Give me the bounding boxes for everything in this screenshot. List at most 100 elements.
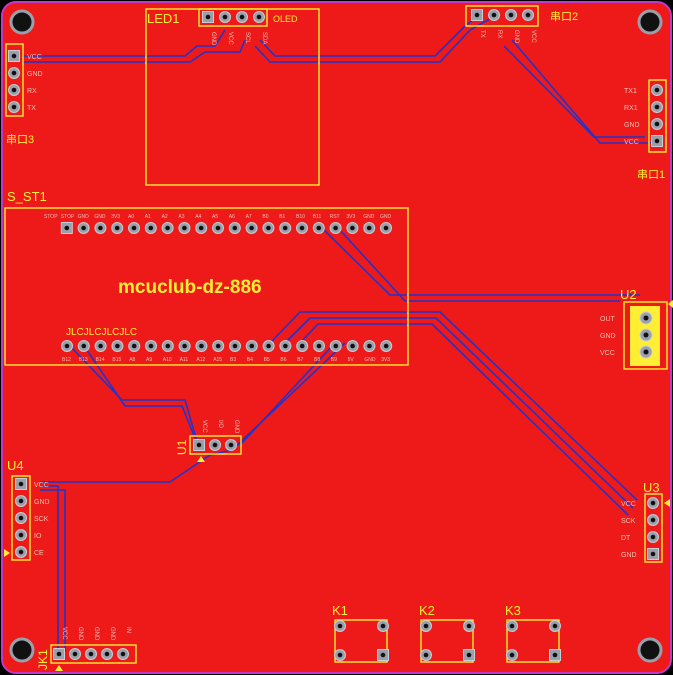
u4-pin-label-2: GND [34, 499, 50, 506]
s-st1-top-pin-14-drill [282, 225, 288, 231]
trace-b10-to-u2 [321, 227, 640, 296]
s-st1-bottom-label-4: B15 [112, 357, 121, 363]
s-st1-top-label-7: A2 [162, 214, 168, 220]
s-st1-bottom-pin-16-drill [316, 343, 322, 349]
s-st1-top-label-0: STOP [44, 214, 58, 220]
copper-traces [22, 15, 657, 652]
led1-pin-label-1: GND [210, 32, 216, 46]
s-st1-top-pin-15-drill [299, 225, 305, 231]
s-st1-bottom-pin-7-drill [165, 343, 171, 349]
s-st1-top-pin-9-drill [198, 225, 204, 231]
jk1-pin1-marker [55, 665, 63, 671]
u3-pin1-marker [664, 499, 670, 507]
trace-b9-to-u4 [40, 342, 346, 483]
u1-pin1-marker [197, 456, 205, 462]
jk1-pin-label-2: GND [77, 627, 83, 641]
trace-serial2-to-serial1-b [503, 45, 645, 138]
s-st1-top-pin-13-drill [266, 225, 271, 231]
s-st1-top-label-14: B1 [279, 214, 285, 220]
k2-pin-3-drill [423, 652, 429, 658]
jk1-outline [50, 644, 137, 664]
k1-pin-1-drill [337, 623, 343, 629]
serial3-ref: 串口3 [6, 133, 34, 146]
mounting-hole-bottom-right [637, 637, 663, 663]
k2-pin-1-drill [423, 623, 429, 629]
serial1-pin-label-1: TX1 [624, 88, 637, 95]
serial1-pin-label-3: GND [624, 122, 640, 129]
u4-pin-1-drill [18, 481, 24, 487]
jk1-pin-label-1: VCC [61, 627, 67, 640]
mounting-holes [9, 9, 663, 663]
k1-pin-2-drill [380, 623, 386, 629]
k3-pin-4-drill [552, 652, 558, 658]
trace-b5-to-u3-b [284, 317, 634, 509]
u4-pin-label-1: VCC [34, 482, 49, 489]
serial1-pin-3-drill [654, 121, 660, 127]
serial2-ref: 串口2 [550, 10, 578, 23]
serial2-pin-label-4: VCC [530, 30, 536, 43]
s-st1-bottom-label-1: B12 [62, 357, 71, 363]
jk1-pin-label-4: GND [109, 627, 115, 641]
s-st1-bottom-label-6: A9 [146, 357, 152, 363]
k3-pin-2-drill [552, 623, 558, 629]
serial3-pin-2-drill [11, 70, 17, 76]
s-st1-bottom-label-2: B13 [79, 357, 88, 363]
s-st1-bottom-label-17: B9 [331, 357, 337, 363]
trace-b12-to-u1 [66, 342, 199, 446]
s-st1-bottom-label-13: B5 [264, 357, 270, 363]
s-st1-bottom-label-7: A10 [163, 357, 172, 363]
s-st1-top-label-2: GND [78, 214, 90, 220]
mounting-hole-top-right [637, 9, 663, 35]
led1-pin-1-drill [205, 14, 211, 20]
s-st1-bottom-label-11: B3 [230, 357, 236, 363]
s-st1-bottom-label-9: A12 [196, 357, 205, 363]
trace-b11-to-u2 [337, 227, 620, 302]
s-st1-bottom-label-18: 5V [348, 357, 355, 363]
k3-pin-1-drill [509, 623, 515, 629]
serial3-pin-3-drill [11, 87, 17, 93]
u1-pin-3-drill [228, 442, 234, 448]
serial2-pin-label-1: TX [479, 30, 485, 38]
u1-outline [189, 435, 242, 455]
s-st1-bottom-pin-2-drill [81, 343, 87, 349]
trace-u4-to-jk1-b [40, 485, 59, 652]
trace-oled-gnd [22, 39, 246, 63]
s-st1-bottom-pin-5-drill [131, 343, 137, 349]
s-st1-top-pin-1-drill [64, 225, 70, 231]
s-st1-bottom-pin-10-drill [215, 343, 221, 349]
s-st1-bottom-pin-13-drill [266, 343, 271, 349]
board-watermark: JLCJLCJLCJLC [66, 327, 137, 338]
s-st1-bottom-pin-11-drill [232, 343, 238, 349]
u2-pin-label-2: GND [600, 333, 616, 340]
jk1-pin-2-drill [72, 651, 78, 657]
serial1-ref: 串口1 [637, 168, 665, 181]
trace-b13-to-u1 [81, 342, 196, 439]
led1-pin-3-drill [239, 14, 245, 20]
serial3-pin-1-drill [11, 53, 17, 59]
s-st1-top-pin-11-drill [232, 225, 238, 231]
s-st1-top-pin-6-drill [148, 225, 154, 231]
s-st1-top-label-20: GND [380, 214, 392, 220]
u2-pin-label-3: VCC [600, 350, 615, 357]
s-st1-ref: S_ST1 [7, 189, 47, 204]
u4-pin-label-4: IO [34, 533, 42, 540]
s-st1-top-pin-7-drill [165, 225, 170, 231]
s-st1-top-label-13: B0 [262, 214, 268, 220]
jk1-pin-3-drill [88, 651, 94, 657]
s-st1-top-label-15: B10 [296, 214, 305, 220]
serial2-pin-4-drill [525, 12, 531, 18]
u1-pin-1-drill [196, 442, 202, 448]
s-st1-bottom-label-10: A15 [213, 357, 222, 363]
u3-ref: U3 [643, 480, 660, 495]
u3-pin-label-3: DT [621, 535, 631, 542]
u2-pin-label-1: OUT [600, 316, 616, 323]
serial1-pin-1-drill [654, 87, 660, 93]
serial3-pin-4-drill [11, 104, 17, 110]
serial1-outline [648, 79, 667, 153]
serial2-pin-label-3: GND [513, 30, 519, 44]
jk1-pin-4-drill [104, 651, 110, 657]
trace-serial2-tx [259, 15, 479, 57]
trace-serial2-to-serial1 [511, 39, 657, 144]
s-st1-top-pin-5-drill [131, 225, 137, 231]
